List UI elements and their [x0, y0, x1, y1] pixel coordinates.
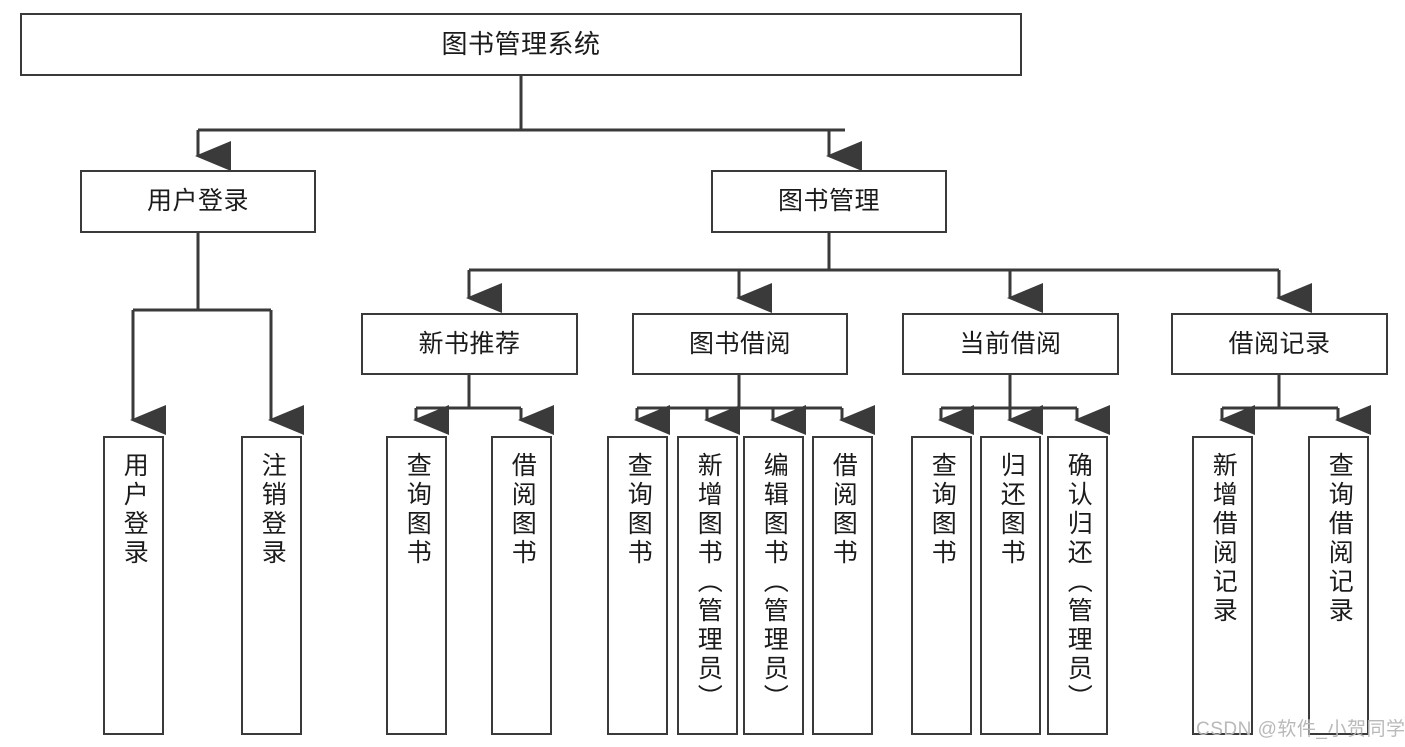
- node-label: 新增图书（管理员）: [694, 452, 723, 713]
- node-borrowing-records[interactable]: 借阅记录: [1171, 313, 1388, 375]
- node-label: 确认归还（管理员）: [1064, 452, 1093, 713]
- node-label: 新增借阅记录: [1209, 452, 1238, 626]
- node-label: 归还图书: [997, 452, 1026, 568]
- node-label: 新书推荐: [418, 329, 521, 358]
- node-book-borrowing[interactable]: 图书借阅: [632, 313, 848, 375]
- leaf-query-book-current[interactable]: 查询图书: [911, 436, 972, 735]
- node-label: 查询图书: [624, 452, 653, 568]
- node-label: 当前借阅: [959, 329, 1062, 358]
- leaf-add-borrow-record[interactable]: 新增借阅记录: [1192, 436, 1253, 735]
- leaf-edit-book-admin[interactable]: 编辑图书（管理员）: [743, 436, 804, 735]
- leaf-borrow-book-borrowing[interactable]: 借阅图书: [812, 436, 873, 735]
- node-label: 借阅记录: [1228, 329, 1331, 358]
- node-label: 借阅图书: [829, 452, 858, 568]
- leaf-add-book-admin[interactable]: 新增图书（管理员）: [677, 436, 738, 735]
- leaf-return-book[interactable]: 归还图书: [980, 436, 1041, 735]
- leaf-query-book-borrowing[interactable]: 查询图书: [607, 436, 668, 735]
- node-current-borrowing[interactable]: 当前借阅: [902, 313, 1119, 375]
- leaf-borrow-book-recommend[interactable]: 借阅图书: [491, 436, 552, 735]
- node-root-library-management-system[interactable]: 图书管理系统: [20, 13, 1022, 76]
- node-label: 编辑图书（管理员）: [760, 452, 789, 713]
- node-label: 查询图书: [928, 452, 957, 568]
- node-label: 图书管理系统: [441, 29, 601, 60]
- node-label: 图书借阅: [688, 329, 791, 358]
- node-label: 注销登录: [258, 452, 287, 568]
- node-new-book-recommendation[interactable]: 新书推荐: [361, 313, 578, 375]
- leaf-logout[interactable]: 注销登录: [241, 436, 302, 735]
- node-label: 借阅图书: [508, 452, 537, 568]
- node-user-login[interactable]: 用户登录: [80, 170, 316, 233]
- node-book-management[interactable]: 图书管理: [711, 170, 947, 233]
- node-label: 图书管理: [777, 187, 880, 215]
- leaf-query-borrow-record[interactable]: 查询借阅记录: [1308, 436, 1369, 735]
- node-label: 查询图书: [403, 452, 432, 568]
- csdn-watermark: CSDN @软件_小贺同学: [1196, 719, 1405, 740]
- leaf-query-book-recommend[interactable]: 查询图书: [386, 436, 447, 735]
- node-label: 用户登录: [120, 452, 149, 568]
- leaf-confirm-return-admin[interactable]: 确认归还（管理员）: [1047, 436, 1108, 735]
- leaf-user-login[interactable]: 用户登录: [103, 436, 164, 735]
- node-label: 用户登录: [146, 187, 249, 215]
- node-label: 查询借阅记录: [1325, 452, 1354, 626]
